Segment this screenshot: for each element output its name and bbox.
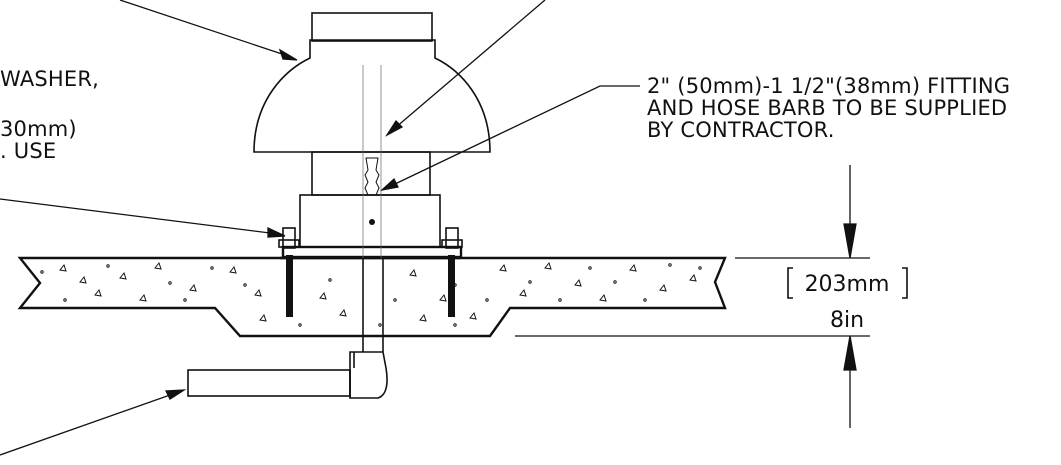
note-left-line1: WASHER, [0, 67, 99, 91]
anchor-bolt-right [441, 227, 463, 317]
note-left: WASHER, 30mm) . USE [0, 67, 99, 163]
base-plate [281, 245, 463, 259]
concrete-slab [17, 256, 727, 338]
concrete-hatch [40, 261, 702, 327]
note-fitting-line1: 2" (50mm)-1 1/2"(38mm) FITTING [647, 74, 1010, 98]
dimension-label: 203mm 8in [787, 267, 908, 333]
dimension-imperial: 8in [830, 308, 864, 333]
note-fitting-line3: BY CONTRACTOR. [647, 118, 835, 142]
note-left-line2: 30mm) [0, 117, 77, 141]
anchor-bolt-left [278, 227, 300, 317]
dimension-lines [515, 165, 870, 428]
note-left-line3: . USE [0, 139, 56, 163]
note-fitting-line2: AND HOSE BARB TO BE SUPPLIED [647, 96, 1007, 120]
leader-lines [0, 0, 640, 456]
drain-pipe [187, 65, 388, 399]
fan-housing [253, 12, 491, 248]
dimension-metric: 203mm [805, 272, 890, 297]
note-fitting: 2" (50mm)-1 1/2"(38mm) FITTING AND HOSE … [647, 74, 1010, 142]
